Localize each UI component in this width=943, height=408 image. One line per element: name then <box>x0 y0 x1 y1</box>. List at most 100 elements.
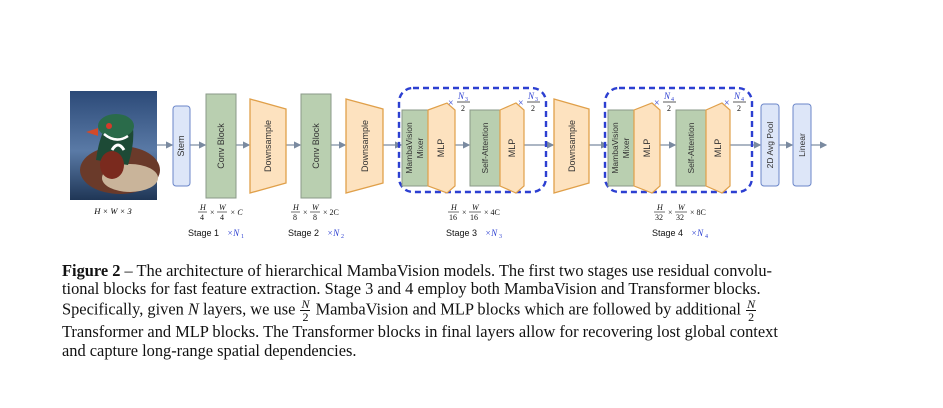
svg-text:2: 2 <box>667 104 671 113</box>
stage3-mambavision-mixer: MambaVision Mixer <box>401 109 429 187</box>
svg-text:Stem: Stem <box>176 135 186 156</box>
caption-var-n: N <box>187 299 199 319</box>
svg-text:W: W <box>472 203 480 212</box>
svg-text:MambaVision: MambaVision <box>610 122 620 174</box>
svg-text:Linear: Linear <box>797 133 807 157</box>
stage4-mamba-multiplier: × N 4 2 <box>654 91 676 113</box>
svg-text:× C: × C <box>230 208 243 217</box>
svg-text:×N: ×N <box>691 228 704 238</box>
stage4-dims: H 32 × W 32 × 8C <box>654 203 706 222</box>
caption-text-1: – The architecture of hierarchical Mamba… <box>120 261 772 280</box>
caption-line-2: tional blocks for fast feature extractio… <box>62 279 761 299</box>
svg-text:Stage 3: Stage 3 <box>446 228 477 238</box>
svg-text:8: 8 <box>293 213 297 222</box>
input-image <box>70 91 160 200</box>
conv-block-1: Conv Block <box>205 93 237 199</box>
svg-text:2: 2 <box>461 104 465 113</box>
stage3-self-attention: Self-Attention <box>469 109 501 187</box>
stage4-label: Stage 4 ×N 4 <box>652 228 708 240</box>
svg-text:×: × <box>654 98 660 109</box>
svg-text:2: 2 <box>341 234 344 240</box>
svg-text:3: 3 <box>499 234 502 240</box>
svg-text:Downsample: Downsample <box>567 120 577 172</box>
svg-text:N: N <box>457 91 465 101</box>
svg-text:× 2C: × 2C <box>323 208 339 217</box>
svg-text:H: H <box>292 203 300 212</box>
stage4-mlp-1: MLP <box>633 102 661 194</box>
svg-text:H: H <box>656 203 664 212</box>
downsample-block-1: Downsample <box>249 98 287 194</box>
svg-text:N: N <box>663 91 671 101</box>
svg-text:16: 16 <box>449 213 457 222</box>
svg-text:Downsample: Downsample <box>263 120 273 172</box>
stage4-mambavision-mixer: MambaVision Mixer <box>607 109 635 187</box>
stage3-attn-multiplier: × N 3 2 <box>518 91 540 113</box>
svg-text:×N: ×N <box>327 228 340 238</box>
svg-text:2D Avg Pool: 2D Avg Pool <box>765 122 775 169</box>
stage2-label: Stage 2 ×N 2 <box>288 228 344 240</box>
caption-text-3a: Specifically, given <box>62 299 188 319</box>
svg-text:×: × <box>210 208 215 217</box>
downsample-block-3: Downsample <box>553 98 590 194</box>
svg-text:W: W <box>678 203 686 212</box>
caption-text-3b: layers, we use <box>198 299 300 319</box>
stage3-mamba-multiplier: × N 3 2 <box>448 91 470 113</box>
svg-text:×N: ×N <box>227 228 240 238</box>
svg-text:×: × <box>518 98 524 109</box>
svg-text:4: 4 <box>220 213 224 222</box>
stage1-dims: H 4 × W 4 × C <box>198 203 243 222</box>
stage3-dims: H 16 × W 16 × 4C <box>448 203 500 222</box>
caption-text-3c: MambaVision and MLP blocks which are fol… <box>311 299 746 319</box>
svg-text:3: 3 <box>465 97 468 103</box>
caption-line-5: and capture long-range spatial dependenc… <box>62 340 357 360</box>
svg-text:2: 2 <box>531 104 535 113</box>
svg-text:2: 2 <box>737 104 741 113</box>
svg-text:W: W <box>312 203 320 212</box>
svg-text:Self-Attention: Self-Attention <box>686 122 696 173</box>
svg-text:1: 1 <box>241 234 244 240</box>
svg-text:Stage 4: Stage 4 <box>652 228 683 238</box>
stage3-label: Stage 3 ×N 3 <box>446 228 502 240</box>
svg-text:4: 4 <box>741 97 744 103</box>
stage1-label: Stage 1 ×N 1 <box>188 228 244 240</box>
svg-text:×: × <box>668 208 673 217</box>
svg-text:H: H <box>199 203 207 212</box>
svg-text:32: 32 <box>676 213 684 222</box>
svg-text:×: × <box>724 98 730 109</box>
figure-label: Figure 2 <box>62 261 121 280</box>
downsample-block-2: Downsample <box>345 98 384 194</box>
svg-text:MLP: MLP <box>507 139 517 158</box>
svg-text:×: × <box>448 98 454 109</box>
stem-block: Stem <box>172 105 191 187</box>
svg-text:Stage 2: Stage 2 <box>288 228 319 238</box>
svg-text:Mixer: Mixer <box>415 137 425 158</box>
caption-line-4: Transformer and MLP blocks. The Transfor… <box>62 322 778 342</box>
svg-text:Downsample: Downsample <box>360 120 370 172</box>
svg-text:H: H <box>450 203 458 212</box>
svg-text:×: × <box>303 208 308 217</box>
svg-text:MLP: MLP <box>642 139 652 158</box>
svg-text:16: 16 <box>470 213 478 222</box>
svg-text:4: 4 <box>200 213 204 222</box>
svg-text:Conv Block: Conv Block <box>311 123 321 169</box>
architecture-diagram: Stem Conv Block Downsample Conv Block Do… <box>70 86 828 240</box>
svg-text:MambaVision: MambaVision <box>404 122 414 174</box>
svg-text:Self-Attention: Self-Attention <box>480 122 490 173</box>
stage4-mlp-2: MLP <box>705 102 731 194</box>
linear-block: Linear <box>792 103 812 187</box>
svg-text:MLP: MLP <box>436 139 446 158</box>
svg-text:8: 8 <box>313 213 317 222</box>
svg-text:Mixer: Mixer <box>621 137 631 158</box>
svg-text:32: 32 <box>655 213 663 222</box>
svg-text:N: N <box>733 91 741 101</box>
svg-text:× 8C: × 8C <box>690 208 706 217</box>
svg-text:×: × <box>462 208 467 217</box>
stage3-mlp-1: MLP <box>427 102 456 194</box>
svg-text:Conv Block: Conv Block <box>216 123 226 169</box>
stage3-mlp-2: MLP <box>499 102 525 194</box>
conv-block-2: Conv Block <box>300 93 332 199</box>
stage4-self-attention: Self-Attention <box>675 109 707 187</box>
